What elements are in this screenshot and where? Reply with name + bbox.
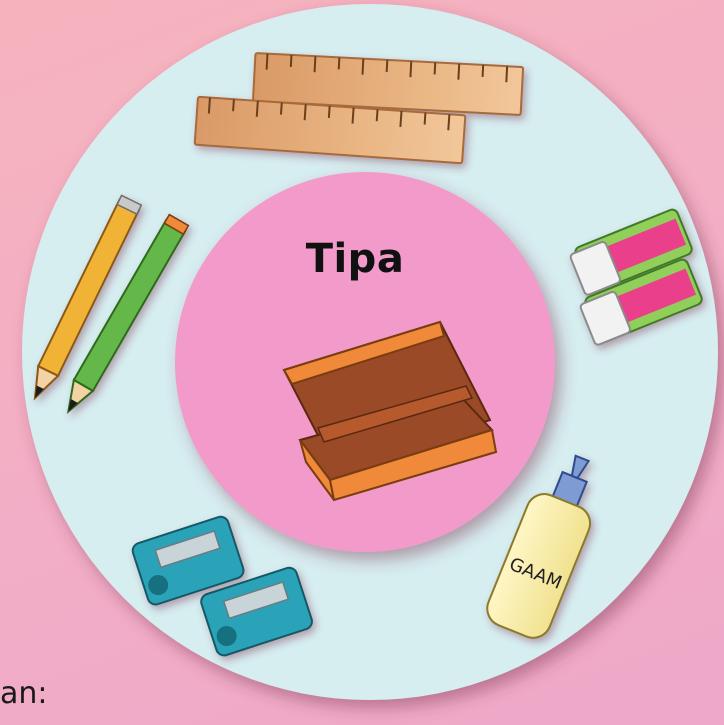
corner-text: an: — [0, 676, 48, 712]
center-title: Tipa — [255, 236, 455, 282]
